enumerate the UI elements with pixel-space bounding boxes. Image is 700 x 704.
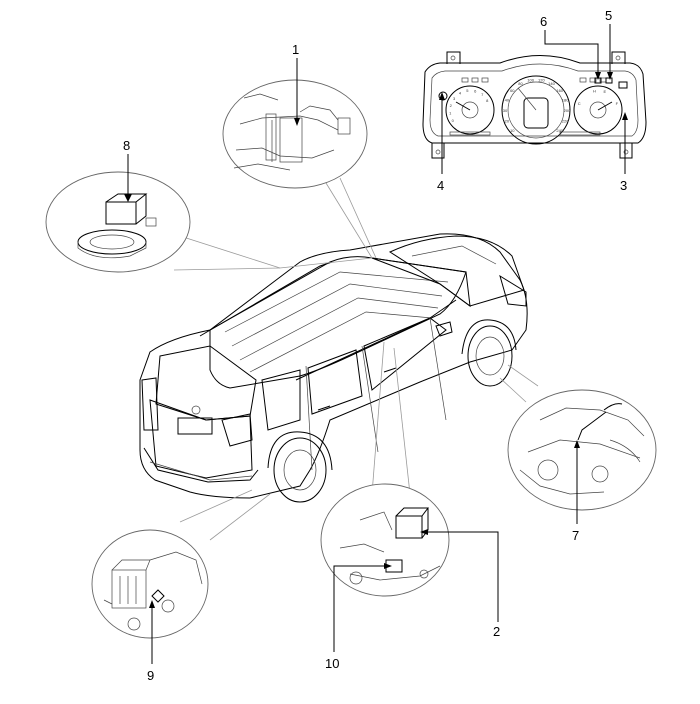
tachometer-tick-label: 8 bbox=[486, 98, 489, 103]
callout-9: 9 bbox=[147, 668, 154, 683]
tachometer-tick-label: 6 bbox=[474, 89, 477, 94]
speedometer-tick-label: 180 bbox=[562, 97, 569, 102]
instrument-cluster bbox=[422, 51, 647, 159]
callout-7: 7 bbox=[572, 528, 579, 543]
tachometer-tick-label: 3 bbox=[453, 96, 456, 101]
tachometer-tick-label: 5 bbox=[466, 88, 469, 93]
speedometer-tick-label: 200 bbox=[564, 108, 571, 113]
fuel-gauge-tick-label: F bbox=[616, 101, 619, 106]
speedometer-tick-label: 140 bbox=[548, 81, 555, 86]
callout-4: 4 bbox=[437, 178, 444, 193]
temp-gauge-tick-label: H bbox=[593, 88, 596, 93]
callout-leaders bbox=[127, 24, 626, 664]
callout-3: 3 bbox=[620, 178, 627, 193]
speedometer-tick-label: 160 bbox=[556, 88, 563, 93]
detail-bubble-8 bbox=[45, 171, 191, 273]
callout-1: 1 bbox=[292, 42, 299, 57]
speedometer-tick-label: 40 bbox=[505, 97, 510, 102]
tachometer-tick-label: 7 bbox=[481, 92, 484, 97]
speedometer-tick-label: 100 bbox=[527, 78, 534, 83]
speedometer-tick-label: 20 bbox=[505, 119, 510, 124]
speedometer-tick-label: 60 bbox=[510, 88, 515, 93]
detail-bubble-2-10 bbox=[320, 483, 450, 597]
callout-5: 5 bbox=[605, 8, 612, 23]
callout-2: 2 bbox=[493, 624, 500, 639]
callout-labels: 1 2 3 4 5 6 7 8 9 10 bbox=[123, 8, 627, 683]
tachometer-tick-label: 1 bbox=[449, 111, 452, 116]
callout-10: 10 bbox=[325, 656, 339, 671]
callout-arrowheads bbox=[124, 72, 628, 608]
speedometer-tick-label: 80 bbox=[518, 81, 523, 86]
speedometer-tick-label: 120 bbox=[538, 78, 545, 83]
detail-bubble-9 bbox=[91, 529, 209, 639]
detail-bubble-7 bbox=[507, 389, 657, 511]
tachometer-tick-label: 0 bbox=[452, 118, 455, 123]
tachometer-tick-label: 4 bbox=[459, 91, 462, 96]
speedometer-tick-label: 220 bbox=[562, 119, 569, 124]
tachometer-tick-label: 2 bbox=[450, 103, 453, 108]
vehicle bbox=[139, 233, 528, 503]
speedometer-tick-label: 240 bbox=[556, 128, 563, 133]
fuel-gauge-tick-label: E bbox=[603, 89, 606, 94]
detail-bubble-1 bbox=[222, 79, 368, 189]
speedometer-tick-label: 30 bbox=[503, 108, 508, 113]
callout-6: 6 bbox=[540, 14, 547, 29]
callout-8: 8 bbox=[123, 138, 130, 153]
leader-lines bbox=[173, 177, 539, 541]
temp-gauge-tick-label: C bbox=[578, 101, 581, 106]
speedometer-tick-label: 10 bbox=[510, 128, 515, 133]
